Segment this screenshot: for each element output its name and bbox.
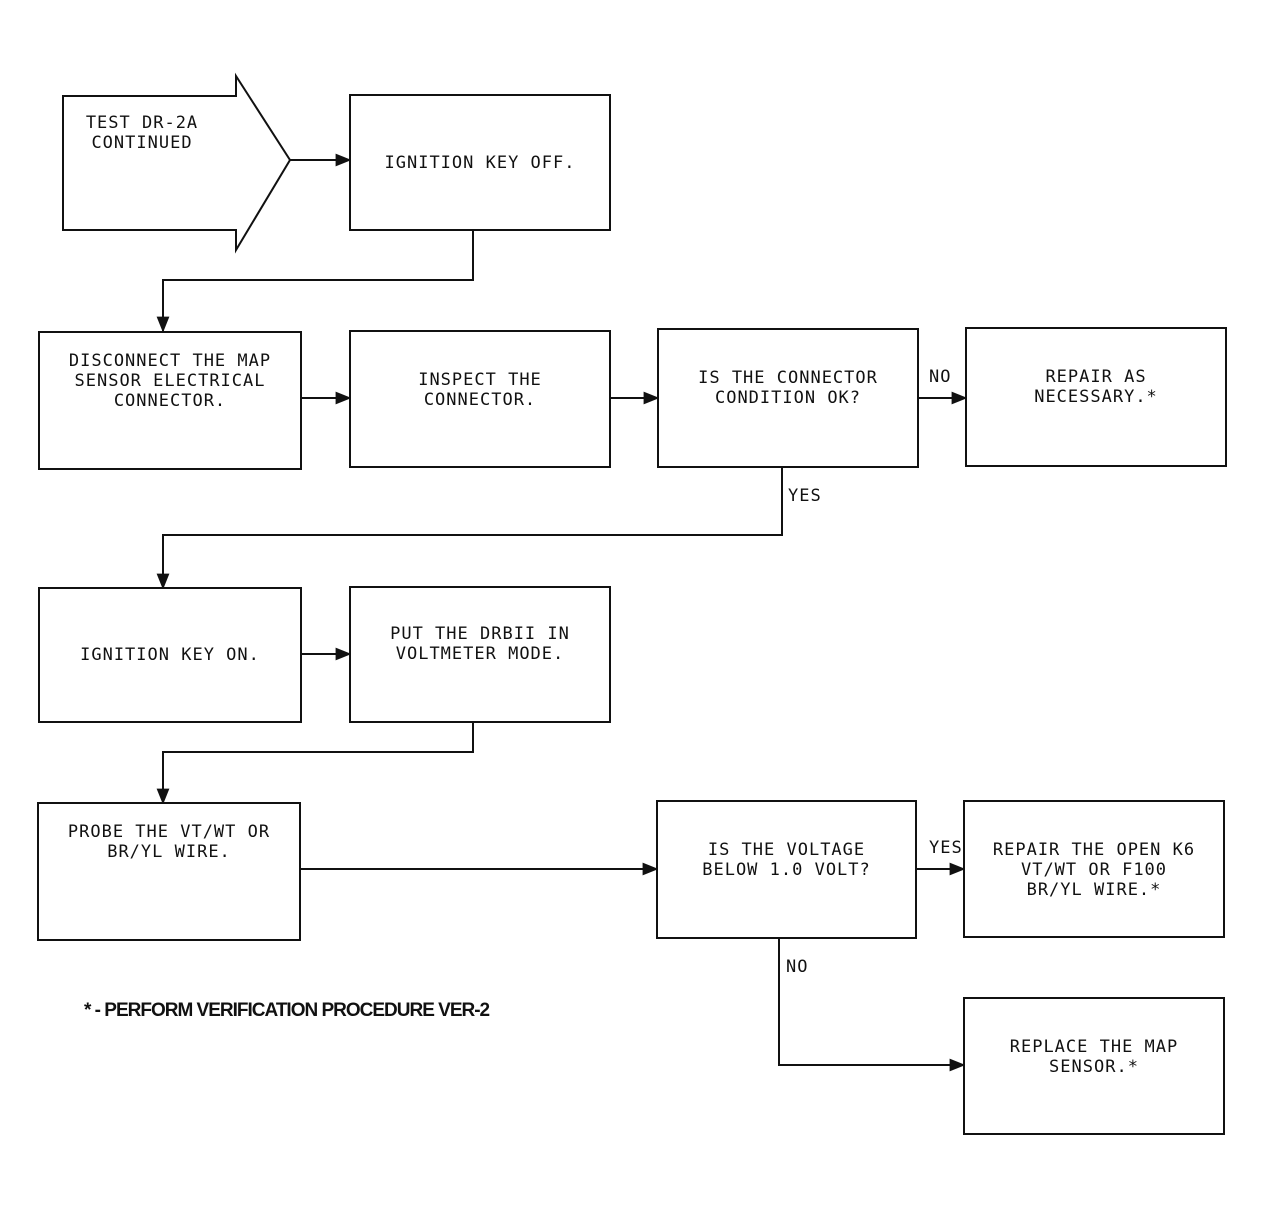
decision-voltage-below: IS THE VOLTAGE BELOW 1.0 VOLT? <box>656 800 917 939</box>
start-arrow-text: TEST DR-2A CONTINUED <box>85 113 199 153</box>
connector-voltmeter-to-probe <box>156 722 474 805</box>
step-repair-as-necessary: REPAIR AS NECESSARY.* <box>965 327 1227 467</box>
decision-connector-condition: IS THE CONNECTOR CONDITION OK? <box>657 328 919 468</box>
step-inspect-connector: INSPECT THE CONNECTOR. <box>349 330 611 468</box>
connector-ignition-off-to-disconnect <box>156 230 474 333</box>
start-arrow-shape <box>62 72 292 254</box>
step-ignition-key-off: IGNITION KEY OFF. <box>349 94 611 231</box>
step-disconnect-map-sensor: DISCONNECT THE MAP SENSOR ELECTRICAL CON… <box>38 331 302 470</box>
footnote-verification: * - PERFORM VERIFICATION PROCEDURE VER-2 <box>84 1000 490 1021</box>
step-probe-wire: PROBE THE VT/WT OR BR/YL WIRE. <box>37 802 301 941</box>
connector-decision-yes-to-ignition-on <box>156 467 783 590</box>
step-replace-map-sensor: REPLACE THE MAP SENSOR.* <box>963 997 1225 1135</box>
step-voltmeter-mode: PUT THE DRBII IN VOLTMETER MODE. <box>349 586 611 723</box>
label-yes-voltage: YES <box>929 838 963 858</box>
label-no-connector: NO <box>929 367 952 387</box>
step-repair-open-wire: REPAIR THE OPEN K6 VT/WT OR F100 BR/YL W… <box>963 800 1225 938</box>
label-yes-connector: YES <box>788 486 822 506</box>
step-ignition-key-on: IGNITION KEY ON. <box>38 587 302 723</box>
connector-voltage-no-to-replace <box>778 938 966 1072</box>
label-no-voltage: NO <box>786 957 809 977</box>
